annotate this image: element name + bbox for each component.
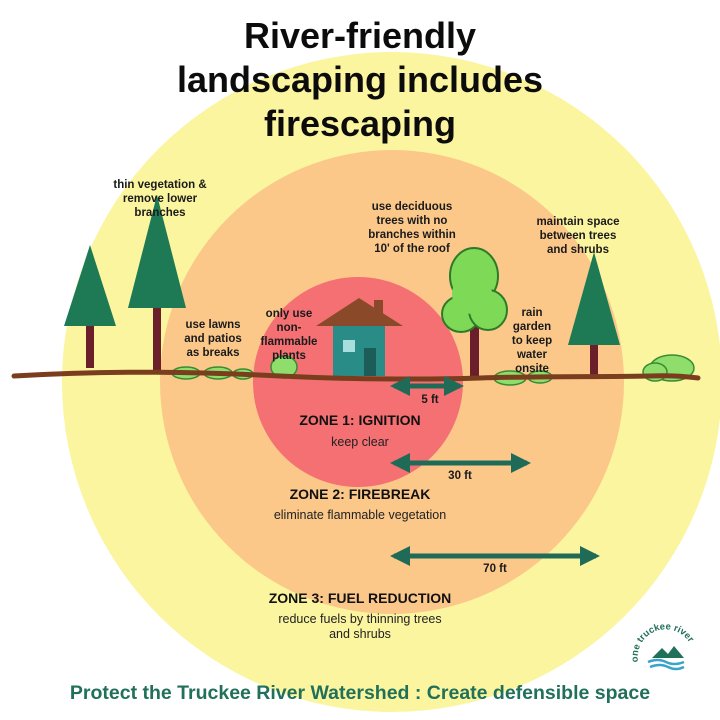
note-deciduous: use deciduous trees with no branches wit…: [368, 201, 456, 255]
one-truckee-river-logo: one truckee river: [630, 621, 696, 671]
conifer-tree-small: [64, 245, 116, 368]
distance-label-70ft: 70 ft: [483, 563, 507, 575]
distance-label-30ft: 30 ft: [448, 470, 472, 482]
zone1-circle: [253, 277, 463, 487]
note-thin-vegetation: thin vegetation & remove lower branches: [113, 179, 207, 219]
distance-label-5ft: 5 ft: [421, 394, 439, 406]
zone2-description: eliminate flammable vegetation: [273, 508, 447, 522]
note-nonflammable: only use non- flammable plants: [260, 308, 318, 362]
note-rain-garden: rain garden to keep water onsite: [511, 307, 553, 375]
title-line-2: landscaping includes: [176, 59, 544, 100]
title-line-3: firescaping: [263, 103, 457, 144]
zone2-title: ZONE 2: FIREBREAK: [289, 486, 431, 502]
note-lawns-patios: use lawns and patios as breaks: [184, 319, 242, 359]
conifer-tree-large: [128, 195, 186, 370]
conifer-tree-right: [568, 252, 620, 376]
zone3-description: reduce fuels by thinning trees and shrub…: [278, 612, 442, 641]
deciduous-tree: [441, 247, 508, 378]
footer-tagline: Protect the Truckee River Watershed : Cr…: [69, 682, 651, 704]
title-line-1: River-friendly: [243, 15, 477, 56]
house: [316, 298, 403, 376]
note-maintain-space: maintain space between trees and shrubs: [536, 216, 620, 256]
zone3-title: ZONE 3: FUEL REDUCTION: [268, 590, 452, 606]
zone1-description: keep clear: [331, 435, 389, 449]
zone1-title: ZONE 1: IGNITION: [299, 412, 421, 428]
